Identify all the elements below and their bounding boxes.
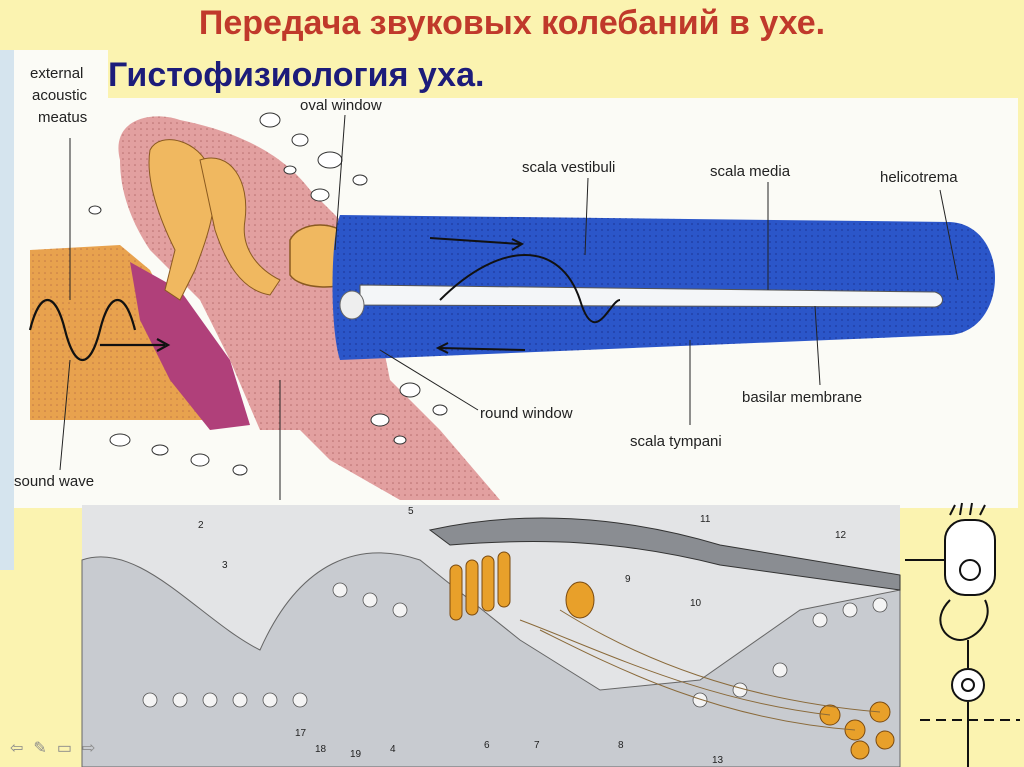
arrow-right-icon[interactable]: ⇨ [82,738,95,758]
num-13: 13 [712,755,724,766]
label-external: external [30,65,83,82]
num-4: 4 [390,744,396,755]
num-9: 9 [625,574,631,585]
label-sound-wave: sound wave [14,473,94,490]
label-round-window: round window [480,405,573,422]
label-scala-media: scala media [710,163,791,180]
label-oval-window: oval window [300,97,382,114]
num-3: 3 [222,560,228,571]
num-6: 6 [484,740,490,751]
num-8: 8 [618,740,624,751]
pen-icon[interactable]: ✎ [33,738,46,758]
num-2: 2 [198,520,204,531]
slide-nav: ⇦ ✎ ▭ ⇨ [10,738,95,758]
num-10: 10 [690,598,702,609]
arrow-left-icon[interactable]: ⇦ [10,738,23,758]
label-scala-vestibuli: scala vestibuli [522,159,615,176]
hair-cell-sketch [905,503,1020,767]
label-scala-tympani: scala tympani [630,433,722,450]
menu-icon[interactable]: ▭ [57,738,72,758]
num-7: 7 [534,740,540,751]
num-11: 11 [700,514,711,525]
label-acoustic: acoustic [32,87,88,104]
num-17: 17 [295,728,307,739]
num-12: 12 [835,530,847,541]
num-19: 19 [350,749,362,760]
label-meatus: meatus [38,109,87,126]
num-5: 5 [408,506,414,517]
num-18: 18 [315,744,327,755]
label-basilar-membrane: basilar membrane [742,389,862,406]
label-helicotrema: helicotrema [880,169,958,186]
